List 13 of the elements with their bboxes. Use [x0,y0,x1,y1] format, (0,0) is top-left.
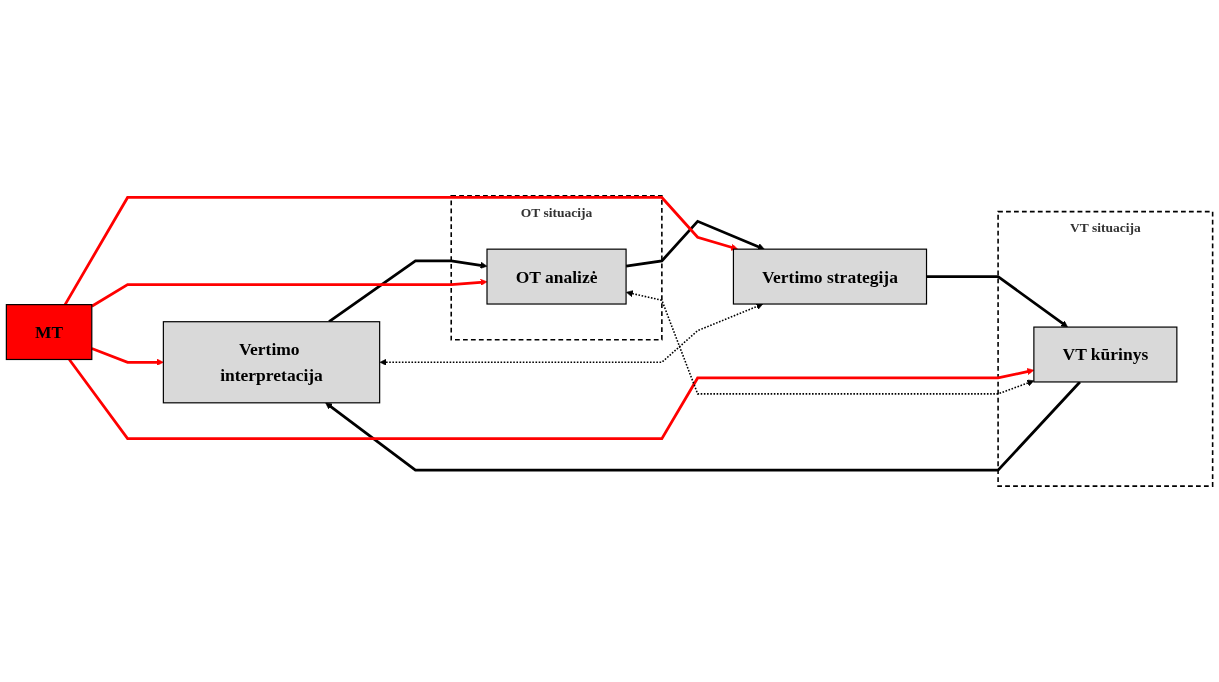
arrow [91,278,488,308]
node-box: Vertimo strategija [732,248,928,305]
node-box: MT [5,304,93,361]
node-box: VT kūrinys [1033,326,1178,383]
node-box: Vertimo interpretacija [162,321,381,404]
arrow [325,381,1081,472]
arrow [379,303,764,366]
arrow [328,259,488,323]
arrow [91,347,164,366]
arrow [926,275,1068,328]
arrow [626,290,1035,395]
node-box: OT analizė [486,248,627,305]
arrow [63,196,739,306]
